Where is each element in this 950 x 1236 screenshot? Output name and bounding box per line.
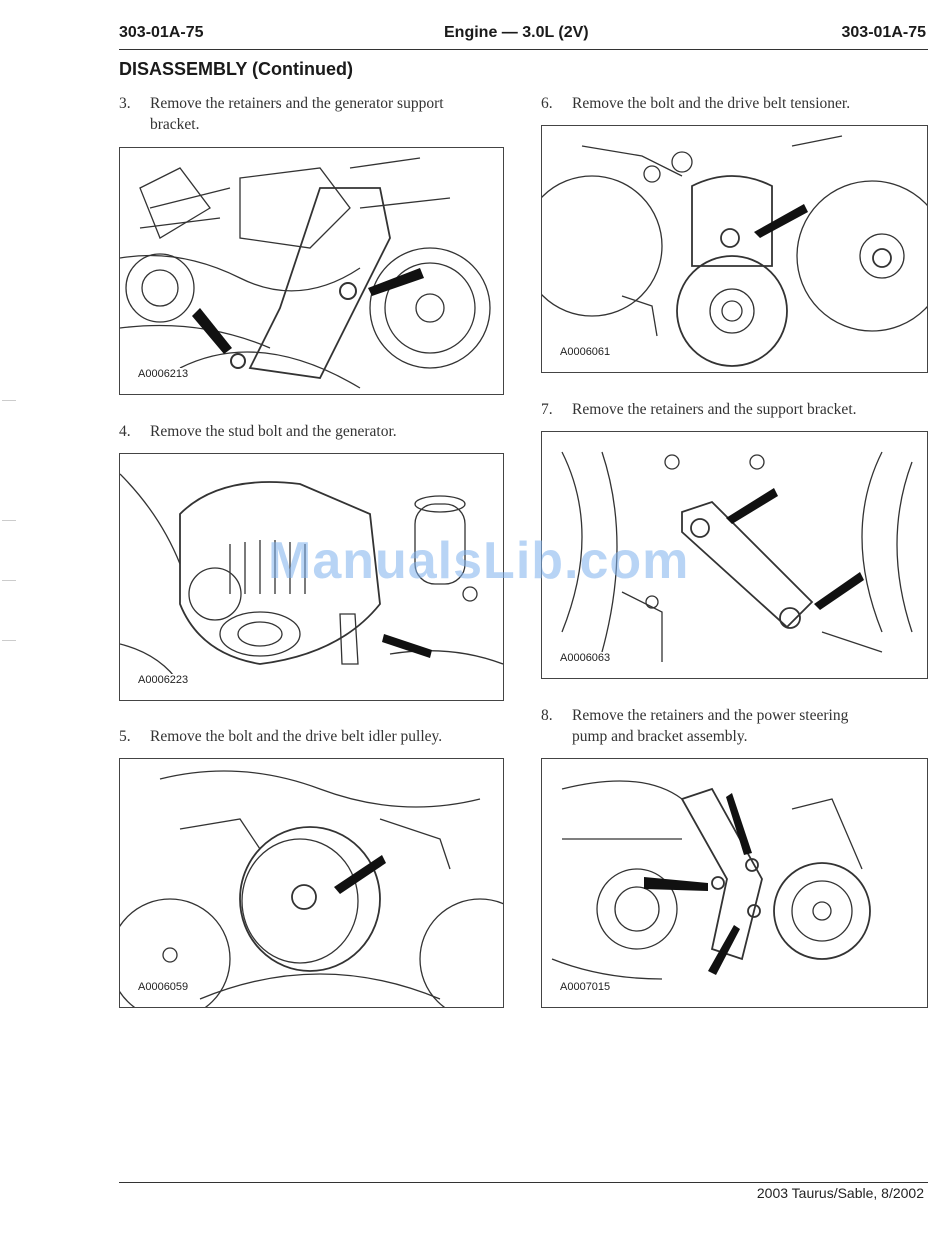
engine-illustration — [120, 473, 503, 685]
scan-mark — [2, 400, 16, 401]
watermark: ManualsLib.com — [268, 532, 690, 590]
engine-illustration — [120, 770, 503, 1007]
step-text-line1: Remove the stud bolt and the generator. — [150, 423, 397, 440]
step-number: 6. — [541, 95, 553, 112]
step-text-line1: Remove the bolt and the drive belt idler… — [150, 728, 443, 745]
figure-idler-pulley: A0006059 — [119, 758, 504, 1008]
figure-code: A0006061 — [558, 346, 613, 358]
figure-code: A0007015 — [558, 981, 613, 993]
step-number: 8. — [541, 707, 553, 724]
step-number: 7. — [541, 401, 553, 418]
page-footer: 2003 Taurus/Sable, 8/2002 — [756, 1185, 924, 1201]
step-text-line2: pump and bracket assembly. — [572, 728, 748, 745]
step-text-line1: Remove the retainers and the support bra… — [572, 401, 857, 418]
step-text-line1: Remove the bolt and the drive belt tensi… — [572, 95, 851, 112]
figure-code: A0006059 — [136, 981, 191, 993]
engine-illustration — [551, 780, 871, 980]
scan-mark — [2, 640, 16, 641]
page-header-title: Engine — 3.0L (2V) — [444, 24, 589, 41]
section-title: DISASSEMBLY (Continued) — [119, 59, 354, 79]
scan-mark — [2, 520, 16, 521]
step-number: 5. — [119, 728, 131, 745]
engine-illustration — [542, 135, 927, 367]
step-text-line1: Remove the retainers and the generator s… — [150, 95, 444, 112]
figure-code: A0006223 — [136, 674, 191, 686]
engine-illustration — [120, 157, 491, 389]
step-number: 3. — [119, 95, 131, 112]
page-number-left: 303-01A-75 — [119, 24, 204, 41]
figure-code: A0006063 — [558, 652, 613, 664]
footer-rule — [119, 1182, 928, 1183]
engine-illustration — [561, 451, 913, 662]
step-text-line1: Remove the retainers and the power steer… — [572, 707, 849, 724]
figure-belt-tensioner: A0006061 — [541, 125, 928, 373]
figure-code: A0006213 — [136, 368, 191, 380]
step-text-line2: bracket. — [150, 116, 200, 133]
figure-generator: A0006223 — [119, 453, 504, 701]
figure-generator-bracket: A0006213 — [119, 147, 504, 395]
figure-power-steering-pump: A0007015 — [541, 758, 928, 1008]
scan-mark — [2, 580, 16, 581]
figure-support-bracket: A0006063 — [541, 431, 928, 679]
header-rule — [119, 49, 928, 50]
step-number: 4. — [119, 423, 131, 440]
page-number-right: 303-01A-75 — [841, 24, 927, 41]
